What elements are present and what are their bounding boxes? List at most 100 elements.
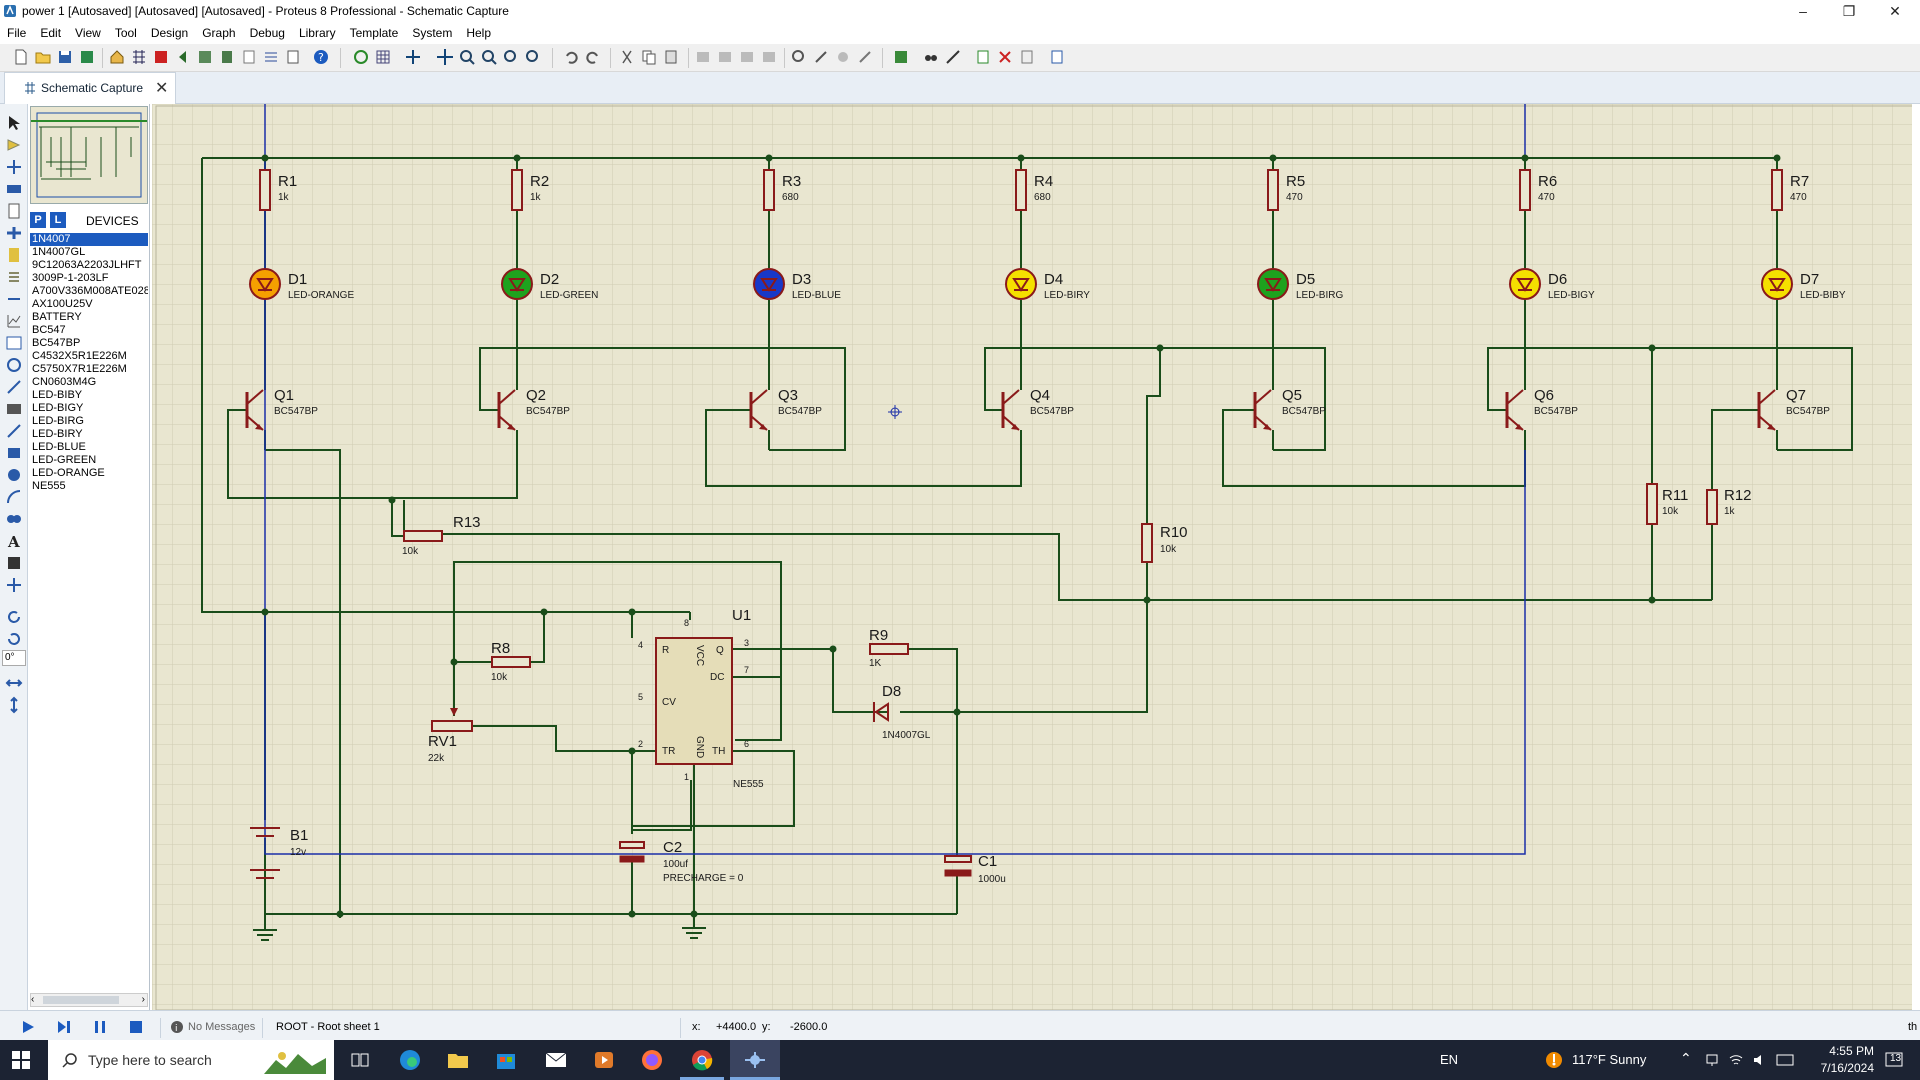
windows-start-icon[interactable] xyxy=(12,1051,30,1069)
save-icon[interactable] xyxy=(56,48,74,66)
paste-icon[interactable] xyxy=(662,48,680,66)
menu-view[interactable]: View xyxy=(75,26,101,40)
device-list-item[interactable]: AX100U25V xyxy=(32,298,93,310)
selection-mode-icon[interactable] xyxy=(5,114,23,132)
rotate-ccw-icon[interactable] xyxy=(5,630,23,648)
menu-file[interactable]: File xyxy=(7,26,27,40)
scroll-right-icon[interactable]: › xyxy=(141,994,145,1005)
pick-device-icon[interactable] xyxy=(790,48,808,66)
pcb-icon[interactable] xyxy=(152,48,170,66)
menu-debug[interactable]: Debug xyxy=(249,26,285,40)
device-list-item[interactable]: BATTERY xyxy=(32,311,82,323)
step-icon[interactable] xyxy=(56,1019,72,1035)
tab-schematic-capture[interactable]: Schematic Capture ✕ xyxy=(4,72,176,104)
terminals-mode-icon[interactable] xyxy=(5,268,23,286)
zoom-in-icon[interactable] xyxy=(458,48,476,66)
device-list-item[interactable]: LED-BIRG xyxy=(32,415,84,427)
device-list-item[interactable]: LED-ORANGE xyxy=(32,467,105,479)
notes-icon[interactable] xyxy=(240,48,258,66)
junction-mode-icon[interactable] xyxy=(5,158,23,176)
overview-window[interactable] xyxy=(30,106,148,204)
netlist-icon[interactable] xyxy=(1048,48,1066,66)
device-list-item[interactable]: LED-BIRY xyxy=(32,428,83,440)
cut-icon[interactable] xyxy=(618,48,636,66)
menu-tool[interactable]: Tool xyxy=(114,26,137,40)
gallery-icon[interactable] xyxy=(196,48,214,66)
probe-mode-icon[interactable] xyxy=(5,378,23,396)
home-icon[interactable] xyxy=(108,48,126,66)
device-list-item[interactable]: 1N4007GL xyxy=(32,246,86,258)
open-folder-icon[interactable] xyxy=(34,48,52,66)
component-mode-icon[interactable] xyxy=(5,136,23,154)
file-explorer-icon[interactable] xyxy=(446,1048,470,1072)
device-list-scrollbar[interactable]: ‹ › xyxy=(30,993,148,1007)
scroll-thumb[interactable] xyxy=(43,996,119,1004)
box-tool-icon[interactable] xyxy=(5,444,23,462)
clock-time[interactable]: 4:55 PM xyxy=(1829,1044,1874,1058)
remove-sheet-icon[interactable] xyxy=(996,48,1014,66)
menu-graph[interactable]: Graph xyxy=(202,26,236,40)
wire-autorouter-icon[interactable] xyxy=(892,48,910,66)
device-list-item[interactable]: 1N4007 xyxy=(30,233,148,246)
tab-close-icon[interactable]: ✕ xyxy=(155,80,169,97)
report-icon[interactable] xyxy=(262,48,280,66)
decompose-icon[interactable] xyxy=(856,48,874,66)
play-icon[interactable] xyxy=(20,1019,36,1035)
text-tool-icon[interactable]: A xyxy=(5,532,23,550)
make-device-icon[interactable] xyxy=(812,48,830,66)
origin-icon[interactable] xyxy=(404,48,422,66)
copy-icon[interactable] xyxy=(640,48,658,66)
redo-icon[interactable] xyxy=(584,48,602,66)
mail-icon[interactable] xyxy=(544,1048,568,1072)
taskbar-search-box[interactable]: Type here to search xyxy=(48,1040,334,1080)
new-sheet-icon[interactable] xyxy=(974,48,992,66)
close-window-button[interactable]: ✕ xyxy=(1889,3,1901,19)
buses-mode-icon[interactable] xyxy=(5,224,23,242)
block-rotate-icon[interactable] xyxy=(738,48,756,66)
library-manager-button[interactable]: L xyxy=(50,212,66,228)
rotate-cw-icon[interactable] xyxy=(5,608,23,626)
volume-icon[interactable] xyxy=(1752,1052,1768,1068)
pan-icon[interactable] xyxy=(436,48,454,66)
undo-icon[interactable] xyxy=(562,48,580,66)
menu-help[interactable]: Help xyxy=(466,26,492,40)
menu-system[interactable]: System xyxy=(412,26,453,40)
device-list-item[interactable]: NE555 xyxy=(32,480,66,492)
line-tool-icon[interactable] xyxy=(5,422,23,440)
arc-tool-icon[interactable] xyxy=(5,488,23,506)
symbol-tool-icon[interactable] xyxy=(5,554,23,572)
media-player-icon[interactable] xyxy=(592,1048,616,1072)
doc-icon[interactable] xyxy=(284,48,302,66)
menu-edit[interactable]: Edit xyxy=(40,26,62,40)
packaging-icon[interactable] xyxy=(834,48,852,66)
weather-icon[interactable] xyxy=(1544,1050,1564,1070)
text-script-mode-icon[interactable] xyxy=(5,202,23,220)
firefox-icon[interactable] xyxy=(640,1048,664,1072)
search-tag-icon[interactable] xyxy=(922,48,940,66)
wire-label-mode-icon[interactable] xyxy=(5,180,23,198)
menu-design[interactable]: Design xyxy=(150,26,189,40)
active-popup-icon[interactable] xyxy=(5,334,23,352)
notification-icon[interactable] xyxy=(1884,1050,1904,1070)
chrome-icon[interactable] xyxy=(690,1048,714,1072)
proteus-taskbar-button[interactable] xyxy=(730,1040,780,1080)
store-icon[interactable] xyxy=(494,1048,518,1072)
stop-icon[interactable] xyxy=(128,1019,144,1035)
zoom-area-icon[interactable] xyxy=(524,48,542,66)
rotation-angle-field[interactable]: 0° xyxy=(2,650,26,666)
device-list-item[interactable]: CN0603M4G xyxy=(32,376,97,388)
device-list-item[interactable]: 9C12063A2203JLHFT xyxy=(32,259,142,271)
pins-mode-icon[interactable] xyxy=(5,290,23,308)
help-icon[interactable]: ? xyxy=(312,48,330,66)
mirror-horizontal-icon[interactable] xyxy=(5,674,23,692)
bom-icon[interactable] xyxy=(218,48,236,66)
minimize-button[interactable]: – xyxy=(1799,3,1807,19)
graph-mode-icon[interactable] xyxy=(5,312,23,330)
messages-status[interactable]: No Messages xyxy=(188,1021,256,1033)
device-list-item[interactable]: LED-BIGY xyxy=(32,402,84,414)
menu-library[interactable]: Library xyxy=(298,26,336,40)
network-icon[interactable] xyxy=(1704,1052,1720,1068)
device-list-item[interactable]: C4532X5R1E226M xyxy=(32,350,127,362)
new-file-icon[interactable] xyxy=(12,48,30,66)
